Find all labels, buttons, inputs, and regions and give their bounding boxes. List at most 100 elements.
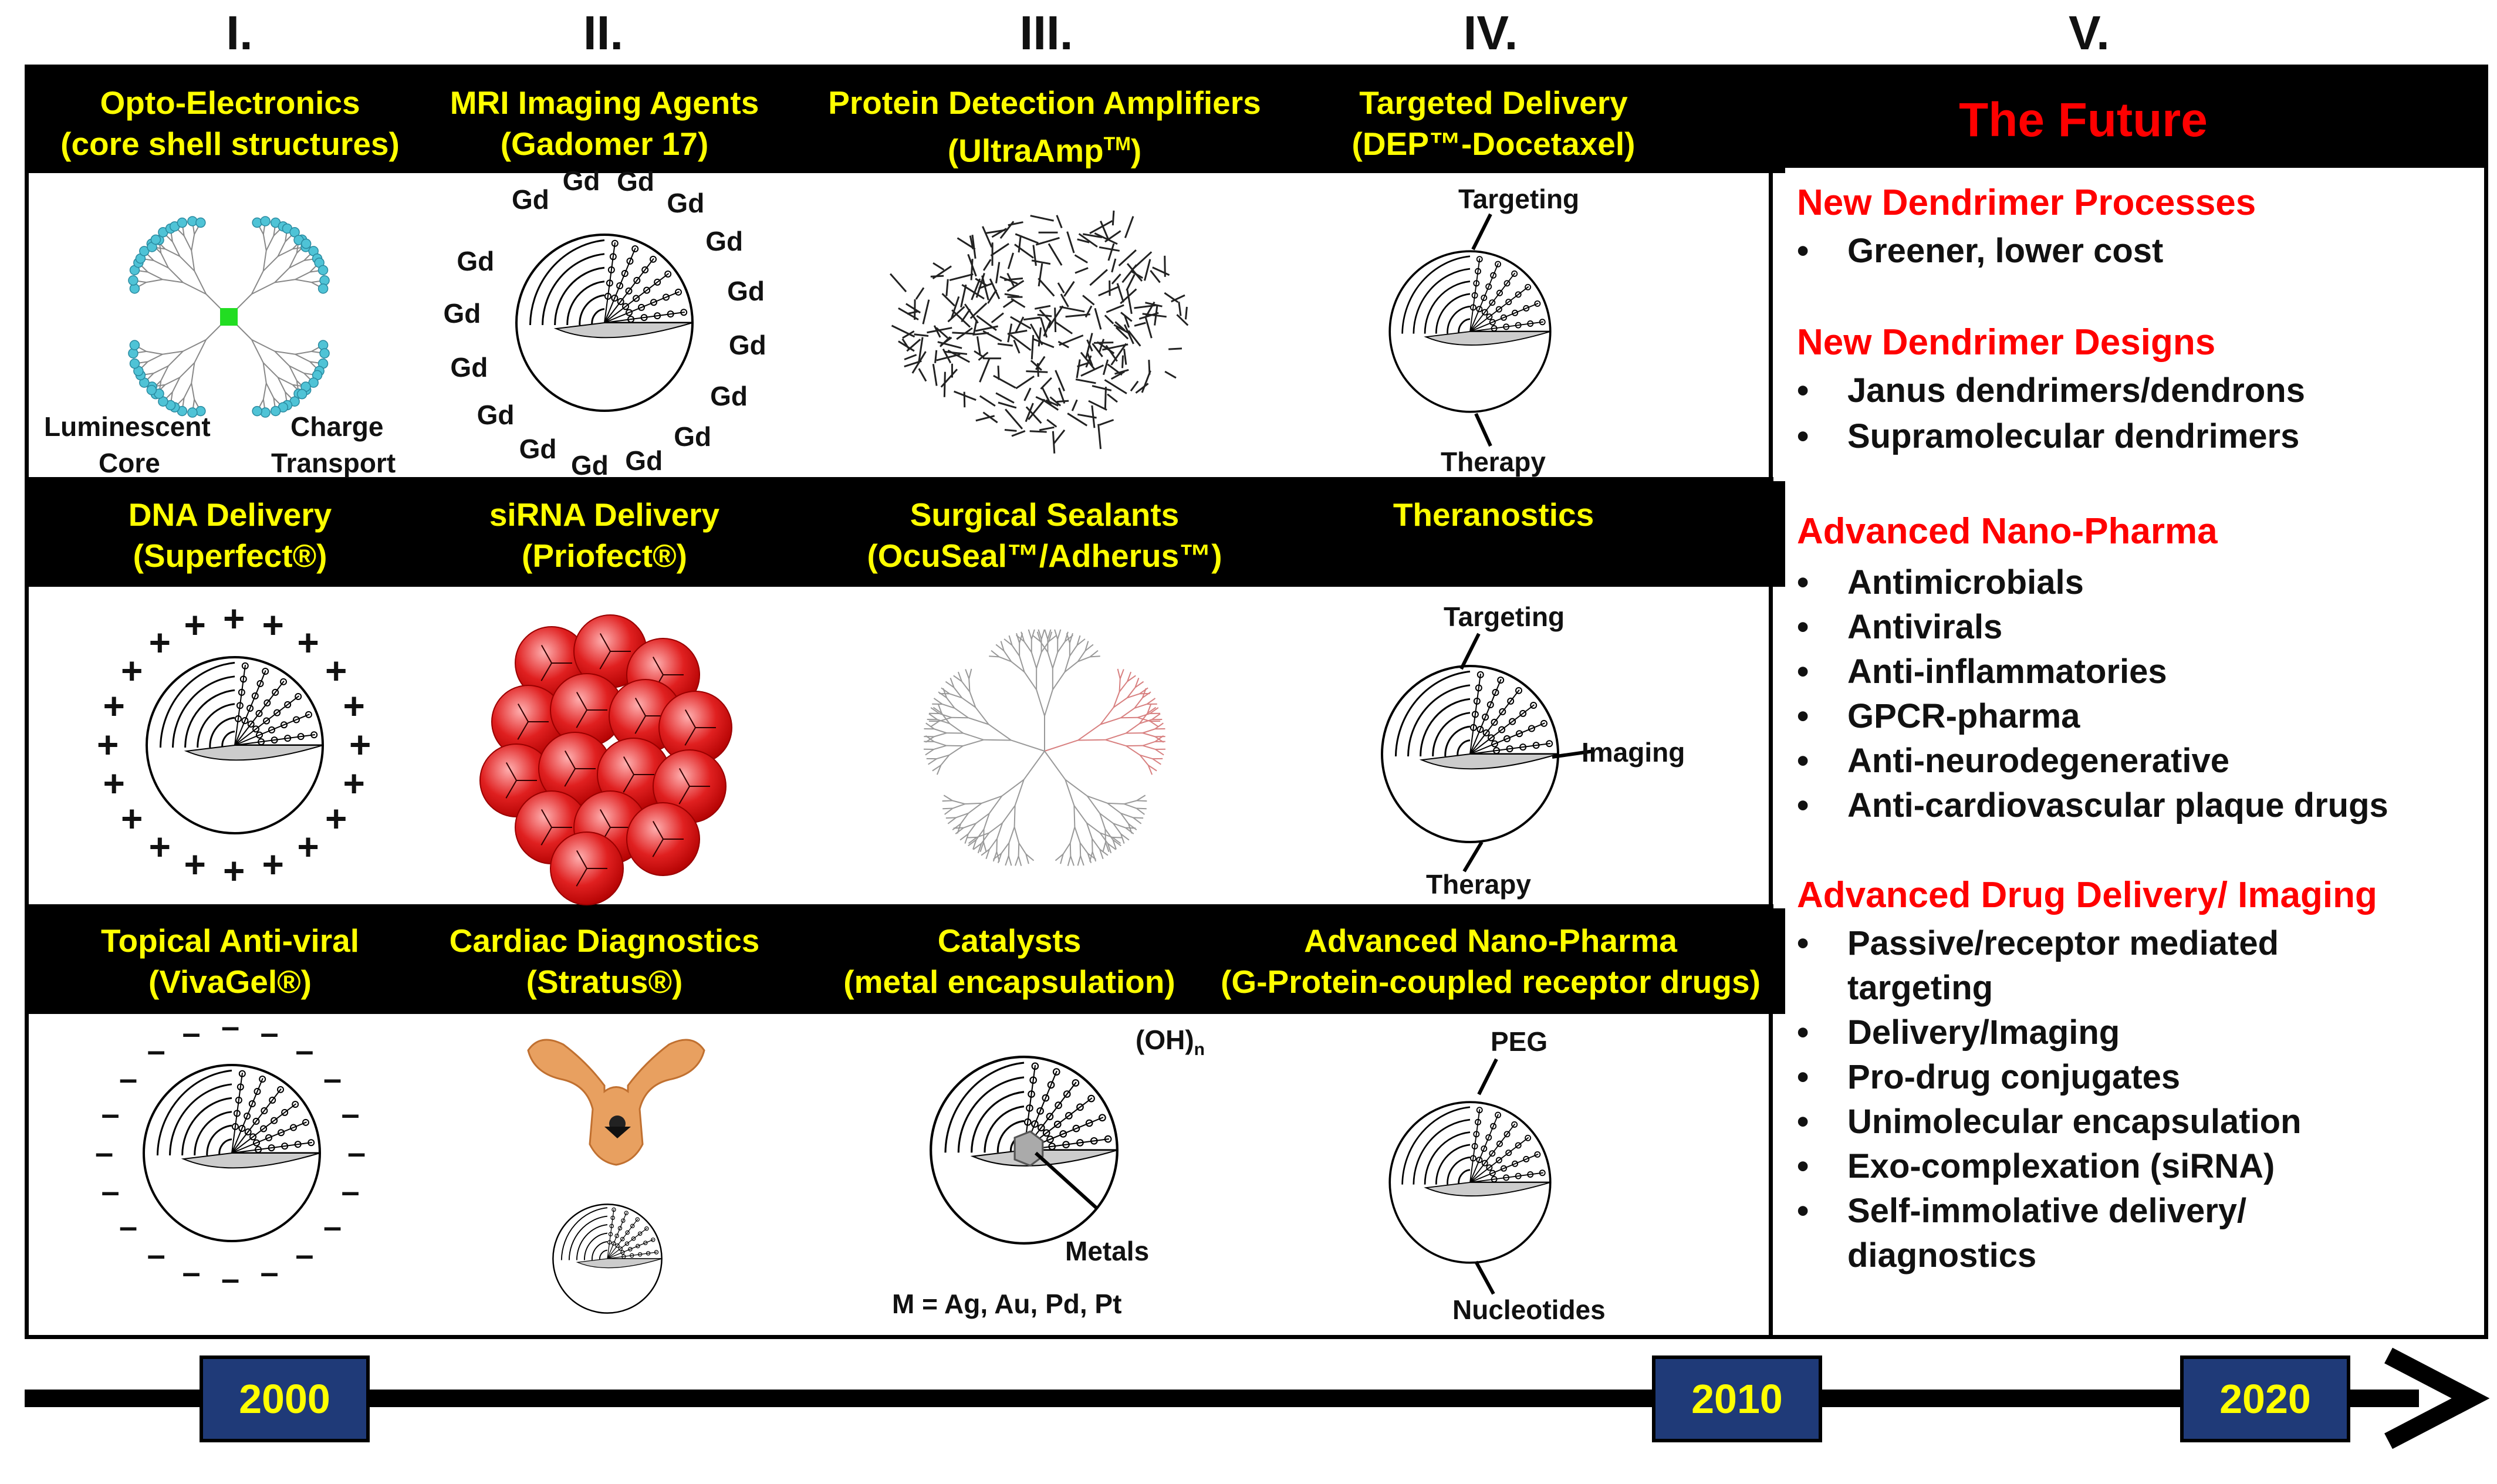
- gd-label: Gd: [443, 298, 481, 329]
- minus-sign: –: [101, 1094, 120, 1132]
- label-metal-list: M = Ag, Au, Pd, Pt: [892, 1289, 1122, 1319]
- timeline-arrowhead-icon: [2384, 1347, 2490, 1449]
- label-therapy: Therapy: [1441, 447, 1546, 477]
- label-imaging: Imaging: [1582, 737, 1685, 768]
- header-sirna-delivery: siRNA Delivery (Priofect®): [423, 494, 786, 576]
- plus-sign: +: [121, 649, 143, 692]
- header-targeted-delivery: Targeted Delivery (DEP™-Docetaxel): [1309, 82, 1678, 164]
- dna-delivery-sphere: [146, 656, 324, 834]
- minus-sign: –: [95, 1134, 114, 1171]
- header-title: Targeted Delivery: [1359, 84, 1628, 121]
- antibody-icon: [527, 1039, 705, 1166]
- header-title: siRNA Delivery: [489, 496, 720, 533]
- plus-sign: +: [297, 621, 319, 664]
- label-peg: PEG: [1491, 1026, 1548, 1057]
- future-item: •Anti-inflammatories: [1797, 653, 2167, 691]
- plus-sign: +: [184, 843, 206, 886]
- header-title: Opto-Electronics: [100, 84, 360, 121]
- plus-sign: +: [325, 649, 347, 692]
- minus-sign: –: [182, 1013, 201, 1051]
- label-targeting-2: Targeting: [1444, 601, 1565, 632]
- gd-label: Gd: [617, 166, 655, 197]
- nucleotides-pointer: [1474, 1260, 1495, 1295]
- header-dna-delivery: DNA Delivery (Superfect®): [31, 494, 430, 576]
- minus-sign: –: [147, 1235, 165, 1273]
- header-band-row-3: [25, 908, 1785, 1014]
- minus-sign: –: [147, 1032, 165, 1069]
- gd-label: Gd: [562, 165, 600, 196]
- minus-sign: –: [119, 1208, 138, 1245]
- therapy-pointer-2: [1462, 841, 1484, 873]
- future-item: •Exo-complexation (siRNA): [1797, 1147, 2275, 1185]
- label-charge: Charge: [290, 411, 384, 442]
- future-item: •Supramolecular dendrimers: [1797, 417, 2300, 455]
- label-nucleotides: Nucleotides: [1452, 1294, 1606, 1325]
- plus-sign: +: [325, 797, 347, 840]
- header-subtitle: (G-Protein-coupled receptor drugs): [1221, 964, 1761, 1000]
- header-band-row-2: [25, 481, 1785, 587]
- plus-sign: +: [184, 603, 206, 646]
- header-subtitle: (Priofect®): [522, 538, 687, 574]
- header-title: Surgical Sealants: [910, 496, 1180, 533]
- header-title: Topical Anti-viral: [100, 922, 360, 959]
- header-subtitle: (metal encapsulation): [843, 964, 1175, 1000]
- cardiac-sphere: [552, 1204, 663, 1314]
- future-item: •Janus dendrimers/dendrons: [1797, 371, 2305, 410]
- future-item: •Delivery/Imaging: [1797, 1013, 2120, 1052]
- metals-pointer: [1034, 1151, 1099, 1211]
- header-subtitle: (Superfect®): [133, 538, 327, 574]
- catalyst-sphere: [930, 1056, 1119, 1245]
- column-numeral-2: II.: [583, 6, 624, 60]
- plus-sign: +: [121, 797, 143, 840]
- targeted-delivery-sphere: [1388, 250, 1552, 413]
- plus-sign: +: [148, 621, 171, 664]
- header-title: Catalysts: [937, 922, 1082, 959]
- gd-label: Gd: [457, 245, 495, 276]
- header-protein-detection: Protein Detection Amplifiers (UltraAmpTM…: [798, 82, 1291, 171]
- minus-sign: –: [182, 1253, 201, 1291]
- future-heading-drug-delivery: Advanced Drug Delivery/ Imaging: [1797, 875, 2377, 915]
- label-therapy-2: Therapy: [1426, 869, 1531, 900]
- future-item: •Self-immolative delivery/: [1797, 1192, 2247, 1230]
- vivagel-sphere: [143, 1064, 321, 1242]
- plus-sign: +: [223, 850, 245, 892]
- ultraamp-network-illustration: [890, 210, 1189, 454]
- timeline-arrow-shaft: [25, 1390, 2419, 1407]
- future-item: •Pro-drug conjugates: [1797, 1058, 2181, 1096]
- row-divider-1: [25, 477, 1773, 481]
- future-item: •GPCR-pharma: [1797, 697, 2080, 735]
- imaging-pointer: [1552, 749, 1594, 759]
- future-item-continued: diagnostics: [1847, 1236, 2037, 1275]
- label-luminescent: Luminescent: [44, 411, 211, 442]
- header-title: Cardiac Diagnostics: [449, 922, 760, 959]
- label-transport: Transport: [271, 448, 396, 478]
- label-oh: (OH)n: [1136, 1025, 1205, 1060]
- header-subtitle: (OcuSeal™/Adherus™): [867, 538, 1222, 574]
- gd-label: Gd: [727, 275, 765, 306]
- peg-sphere: [1388, 1101, 1552, 1264]
- minus-sign: –: [221, 1008, 240, 1044]
- metal-cluster-icon: [1013, 1130, 1044, 1167]
- gd-label: Gd: [450, 352, 488, 383]
- plus-sign: +: [262, 843, 284, 886]
- header-band-row-1: [25, 65, 1785, 173]
- gd-label: Gd: [728, 330, 766, 361]
- future-heading-designs: New Dendrimer Designs: [1797, 322, 2216, 363]
- gd-label: Gd: [571, 449, 609, 481]
- future-item: •Unimolecular encapsulation: [1797, 1103, 2302, 1141]
- future-header-band: [1772, 65, 2488, 168]
- header-cardiac-diagnostics: Cardiac Diagnostics (Stratus®): [423, 920, 786, 1002]
- future-item: •Anti-neurodegenerative: [1797, 742, 2229, 780]
- column-numeral-3: III.: [1019, 6, 1073, 60]
- row-divider-2: [25, 904, 1773, 908]
- future-item: •Antimicrobials: [1797, 563, 2084, 601]
- minus-sign: –: [119, 1059, 138, 1097]
- sealant-dendrimer-illustration: [924, 629, 1165, 866]
- column-numeral-4: IV.: [1463, 6, 1518, 60]
- future-item: •Greener, lower cost: [1797, 232, 2164, 270]
- therapy-pointer: [1474, 413, 1492, 447]
- plus-sign: +: [262, 603, 284, 646]
- future-item: •Passive/receptor mediated: [1797, 924, 2279, 962]
- peg-pointer: [1477, 1058, 1498, 1096]
- label-targeting: Targeting: [1458, 184, 1580, 214]
